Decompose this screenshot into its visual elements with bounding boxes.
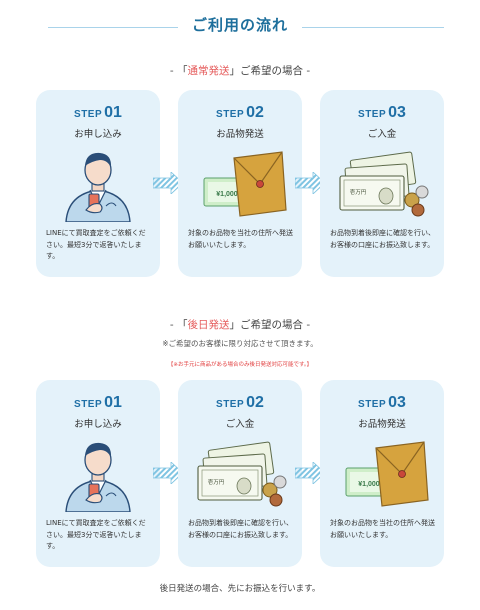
yen-money-icon: [339, 151, 429, 217]
step-name: ご入金: [225, 419, 255, 430]
section2-note: ※ご希望のお客様に限り対応させて頂きます。: [162, 339, 318, 348]
step-name: お品物発送: [216, 129, 264, 140]
step-description: お品物到着後即座に確認を行い、お客様の口座にお振込致します。: [330, 229, 435, 249]
envelope-giftcard-icon: [203, 151, 287, 217]
section2-heading: - 「後日発送」ご希望の場合 -: [0, 317, 480, 332]
quote-close: 」: [229, 319, 241, 331]
quote-open: 「: [177, 65, 188, 77]
quote-close: 」: [229, 65, 241, 77]
quote-open: 「: [177, 319, 188, 331]
section2-keyword: 後日発送: [187, 319, 230, 331]
dash-left: -: [169, 319, 174, 331]
person-phone-icon: [65, 442, 131, 512]
section1-heading: - 「通常発送」ご希望の場合 -: [0, 63, 480, 78]
step-name: お品物発送: [358, 419, 406, 430]
section1-keyword: 通常発送: [187, 65, 230, 77]
step-name: ご入金: [367, 129, 397, 140]
yen-money-icon: [197, 441, 287, 507]
title-divider-left: [48, 27, 178, 28]
dash-left: -: [169, 65, 174, 77]
title-divider-right: [302, 27, 444, 28]
step-name: お申し込み: [74, 419, 122, 430]
step-description: 対象のお品物を当社の住所へ発送お願いいたします。: [330, 519, 435, 539]
person-phone-icon: [65, 152, 131, 222]
section2-red-note: 【※お手元に商品がある場合のみ後日発送対応可能です。】: [167, 362, 313, 368]
footer-note: 後日発送の場合、先にお振込を行います。: [159, 584, 321, 594]
title-row: ご利用の流れ: [0, 14, 480, 40]
step-name: お申し込み: [74, 129, 122, 140]
step-description: 対象のお品物を当社の住所へ発送お願いいたします。: [188, 229, 293, 249]
step-description: LINEにて買取査定をご依頼ください。最短3分で返答いたします。: [46, 519, 146, 550]
dash-right: -: [306, 319, 311, 331]
envelope-giftcard-icon: [345, 441, 429, 507]
dash-right: -: [306, 65, 311, 77]
section1-suffix: ご希望の場合: [240, 65, 303, 77]
step-description: お品物到着後即座に確認を行い、お客様の口座にお振込致します。: [188, 519, 293, 539]
page-title: ご利用の流れ: [191, 16, 288, 34]
step-description: LINEにて買取査定をご依頼ください。最短3分で返答いたします。: [46, 229, 146, 260]
section2-suffix: ご希望の場合: [240, 319, 303, 331]
